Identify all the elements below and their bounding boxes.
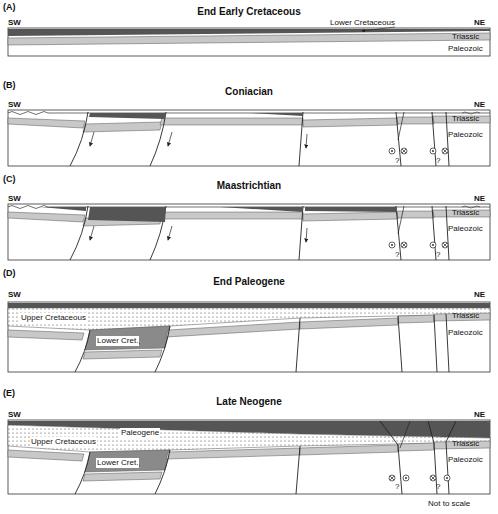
unit-label: Lower Cret. [96,458,139,468]
unit-label: Paleozoic [448,455,483,465]
question-mark: ? [436,482,440,492]
unit-label: Paleozoic [448,44,483,54]
question-mark: ? [395,156,399,166]
unit-label: Paleogene [120,428,160,438]
scale-note: Not to scale [428,499,470,509]
direction-label: SW [8,100,21,110]
section-b [8,110,490,166]
unit-label: Lower Cretaceous [330,18,395,28]
direction-label: NE [474,100,485,110]
panel-title: End Early Cretaceous [197,6,300,18]
question-mark: ? [436,156,440,166]
section-c [8,204,490,260]
panel-title: Coniacian [225,86,273,98]
panel-letter: (D) [3,268,16,279]
unit-label: Upper Cretaceous [30,437,97,447]
unit-label: Paleozoic [448,130,483,140]
direction-label: SW [8,194,21,204]
panel-letter: (A) [3,2,16,13]
question-mark: ? [395,250,399,260]
unit-label: Triassic [452,208,479,218]
question-mark: ? [395,482,399,492]
unit-label: Triassic [452,311,479,321]
panel-title: Late Neogene [216,396,282,408]
unit-label: Paleozoic [448,224,483,234]
unit-label: Triassic [452,114,479,124]
section-e [8,420,490,494]
direction-label: SW [8,410,21,420]
direction-label: NE [474,18,485,28]
unit-label: Triassic [452,32,479,42]
question-mark: ? [436,250,440,260]
section-d [8,302,490,372]
panel-letter: (C) [3,174,16,185]
panel-letter: (E) [3,388,15,399]
panel-letter: (B) [3,80,16,91]
panel-title: End Paleogene [213,276,285,288]
unit-label: Lower Cret. [96,336,139,346]
panel-title: Maastrichtian [217,180,281,192]
unit-label: Upper Cretaceous [20,313,87,323]
unit-label: Triassic [452,439,479,449]
section-a [8,27,490,56]
direction-label: NE [474,194,485,204]
direction-label: SW [8,18,21,28]
direction-label: SW [8,290,21,300]
direction-label: NE [474,290,485,300]
unit-label: Paleozoic [448,328,483,338]
direction-label: NE [474,410,485,420]
